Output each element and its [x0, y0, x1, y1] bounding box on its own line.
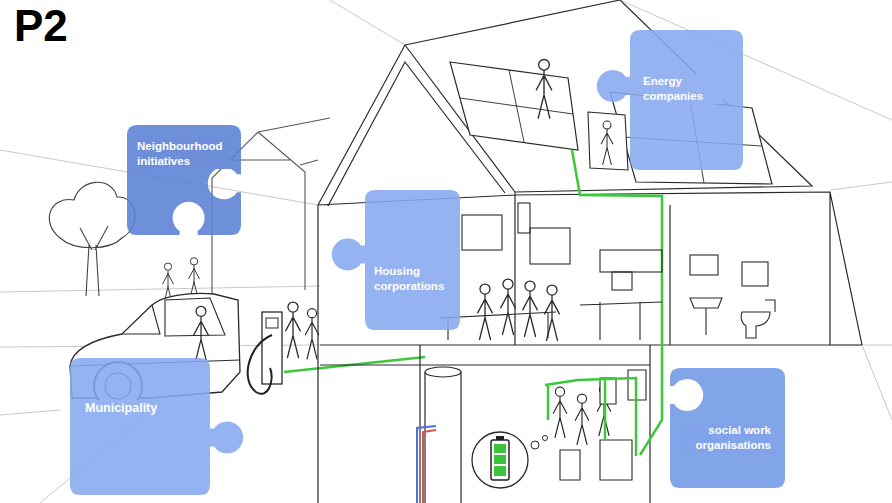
- downpipe: [518, 203, 530, 233]
- kitchen-window: [530, 228, 570, 264]
- house-window: [462, 215, 502, 250]
- label-box: Housing corporations: [374, 264, 450, 294]
- puzzle-shape: [127, 125, 241, 235]
- resident-figure: [305, 309, 318, 359]
- green-wire: [545, 378, 636, 456]
- label-box: Municipality: [85, 398, 195, 416]
- puzzle-piece: Municipality: [34, 322, 246, 503]
- resident-figure: [545, 285, 560, 340]
- neighbour-figure: [189, 258, 200, 298]
- puzzle-shape: [70, 358, 243, 495]
- cooker-hood: [612, 272, 632, 290]
- worker-figure: [575, 394, 588, 444]
- battery-bubble: [472, 432, 528, 488]
- roof-worker-figure: [601, 121, 613, 164]
- label-box: Energy companies: [643, 74, 723, 104]
- worker-figure: [553, 387, 566, 437]
- roof-window: [588, 112, 628, 170]
- bathroom-cabinet: [690, 255, 718, 275]
- piece-label: Neighbourhood initiatives: [137, 139, 231, 169]
- battery-bubble: [543, 436, 548, 441]
- title-box: P2: [14, 4, 68, 48]
- cold-pipe: [417, 426, 436, 503]
- resident-figure: [478, 284, 493, 339]
- puzzle-outline: [329, 154, 496, 366]
- puzzle-piece: social work organisations: [634, 332, 821, 503]
- puzzle-shape: [670, 368, 785, 488]
- piece-label: Housing corporations: [374, 264, 450, 294]
- puzzle-outline: [91, 89, 277, 271]
- battery-cap: [496, 436, 504, 440]
- resident-figure: [501, 279, 516, 334]
- puzzle-piece: Neighbourhood initiatives: [91, 89, 277, 271]
- house-structure: [318, 0, 862, 503]
- puzzle-shape: [332, 190, 460, 330]
- heat-tank: [425, 367, 461, 377]
- car-details: [70, 298, 240, 366]
- driver-figure: [194, 306, 209, 361]
- battery-bar: [494, 455, 506, 464]
- puzzle-shape: [597, 30, 743, 170]
- puzzle-piece: Housing corporations: [329, 154, 496, 366]
- charger-screen: [266, 318, 278, 328]
- battery-bar: [494, 466, 506, 476]
- hot-pipe: [423, 430, 436, 503]
- resident-figure: [523, 281, 538, 336]
- roof-worker-figure: [536, 59, 552, 118]
- piece-label: Municipality: [85, 400, 157, 416]
- bathroom-fixtures: [690, 298, 775, 338]
- tree: [49, 182, 135, 296]
- charging-cable: [248, 335, 272, 394]
- piece-label: Energy companies: [643, 74, 723, 104]
- bathroom-mirror: [742, 262, 768, 286]
- label-box: social work organisations: [681, 423, 771, 453]
- battery-bubble: [531, 441, 539, 449]
- puzzle-outline: [634, 332, 821, 503]
- kitchen-cabinet: [600, 250, 662, 272]
- puzzle-piece: Energy companies: [594, 0, 779, 206]
- resident-figure: [286, 302, 301, 357]
- piece-label: social work organisations: [681, 423, 771, 453]
- page-title: P2: [14, 1, 68, 50]
- battery-bar: [494, 444, 506, 453]
- battery-icon: [491, 440, 509, 480]
- basement-equipment: [560, 370, 646, 480]
- label-box: Neighbourhood initiatives: [137, 139, 231, 169]
- heat-tank: [425, 372, 461, 503]
